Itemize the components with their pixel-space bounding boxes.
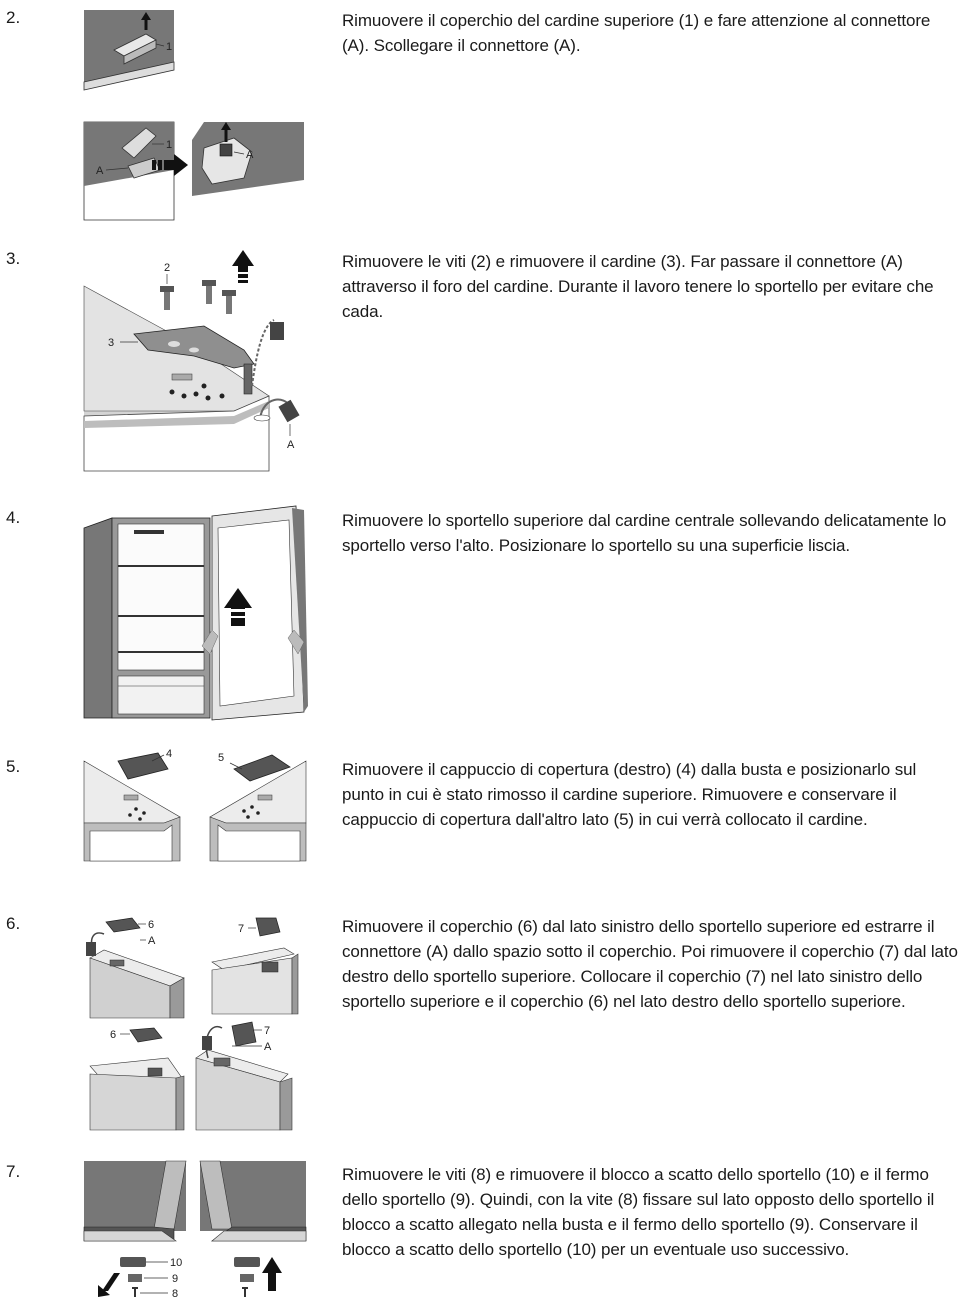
illustration-door-latch-swap: 10 9 8	[83, 1160, 307, 1300]
step-instruction: Rimuovere le viti (2) e rimuovere il car…	[342, 252, 934, 321]
label-6: 6	[110, 1029, 116, 1041]
label-a: A	[148, 935, 156, 947]
label-10: 10	[170, 1257, 182, 1269]
step-number: 6.	[6, 914, 21, 933]
label-a: A	[264, 1041, 272, 1053]
label-8: 8	[172, 1288, 178, 1300]
step-number: 5.	[6, 757, 21, 776]
step-number: 3.	[6, 249, 21, 268]
label-a: A	[96, 165, 104, 177]
label-3: 3	[108, 337, 114, 349]
illustration-door-covers-swap: 6 A 7 6 7 A	[86, 917, 300, 1131]
label-2: 2	[164, 262, 170, 274]
step-instruction: Rimuovere le viti (8) e rimuovere il blo…	[342, 1165, 935, 1259]
step-instruction: Rimuovere il coperchio del cardine super…	[342, 11, 931, 55]
step-instruction: Rimuovere lo sportello superiore dal car…	[342, 511, 947, 555]
label-9: 9	[172, 1273, 178, 1285]
illustration-hinge-screws-removal: 2 3 A	[83, 250, 300, 472]
illustration-fridge-door-lift	[83, 505, 308, 721]
illustration-cover-caps: 4 5	[83, 748, 307, 862]
label-a: A	[287, 439, 295, 451]
step-number: 7.	[6, 1162, 21, 1181]
illustration-hinge-cover-removal: 1 1 A A	[83, 10, 304, 221]
step-number: 2.	[6, 8, 21, 27]
step-instruction: Rimuovere il coperchio (6) dal lato sini…	[342, 917, 958, 1011]
label-6: 6	[148, 919, 154, 931]
label-7: 7	[238, 923, 244, 935]
label-1: 1	[166, 139, 172, 151]
step-instruction: Rimuovere il cappuccio di copertura (des…	[342, 760, 917, 829]
label-7: 7	[264, 1025, 270, 1037]
label-4: 4	[166, 748, 172, 760]
label-5: 5	[218, 752, 224, 764]
label-1: 1	[166, 41, 172, 53]
step-number: 4.	[6, 508, 21, 527]
label-a: A	[246, 149, 254, 161]
